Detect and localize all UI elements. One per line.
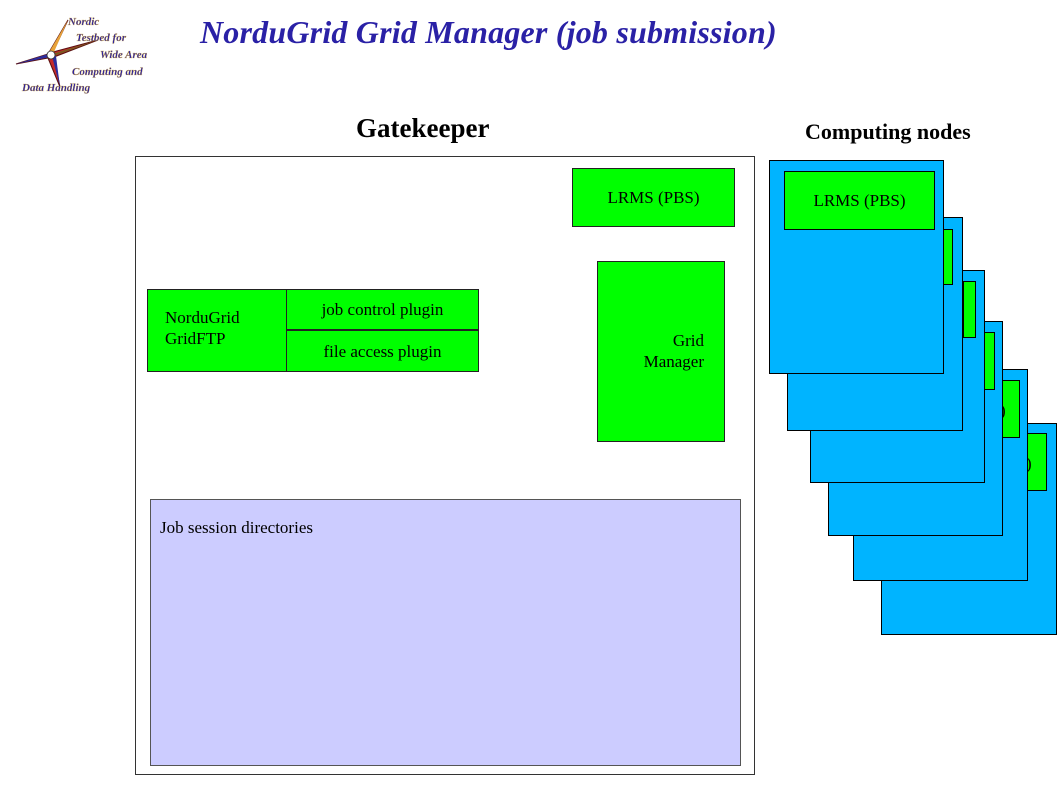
logo-line-2: Testbed for: [76, 32, 127, 44]
job-session-directories-label: Job session directories: [160, 518, 313, 537]
computing-node-1-lrms: LRMS (PBS): [784, 171, 935, 230]
gatekeeper-lrms-box: LRMS (PBS): [572, 168, 735, 227]
gatekeeper-label: Gatekeeper: [356, 113, 490, 143]
logo-line-1: Nordic: [67, 16, 99, 28]
gatekeeper-lrms-label: LRMS (PBS): [607, 188, 700, 207]
computing-nodes-label: Computing nodes: [805, 119, 971, 144]
job-session-directories-box: Job session directories: [150, 499, 741, 766]
job-control-plugin-label: job control plugin: [321, 300, 444, 319]
job-control-plugin-box: job control plugin: [286, 289, 479, 330]
logo-line-5: Data Handling: [21, 82, 91, 94]
computing-node-6-lrms-label: ): [1026, 454, 1032, 473]
gridftp-box: NorduGrid GridFTP: [147, 289, 287, 372]
file-access-plugin-label: file access plugin: [323, 341, 442, 361]
computing-node-3-lrms: [963, 281, 976, 338]
compass-star-logo: Nordic Testbed for Wide Area Computing a…: [15, 16, 148, 94]
logo-star: [15, 19, 99, 88]
grid-manager-box: Grid Manager: [597, 261, 725, 442]
page-title: NorduGrid Grid Manager (job submission): [200, 14, 777, 50]
logo-line-3: Wide Area: [100, 49, 148, 61]
grid-manager-label: Grid Manager: [643, 331, 704, 371]
logo-line-4: Computing and: [72, 66, 143, 78]
file-access-plugin-box: file access plugin: [286, 330, 479, 372]
gridftp-label: NorduGrid GridFTP: [165, 308, 240, 348]
computing-node-1-lrms-label: LRMS (PBS): [813, 190, 906, 210]
